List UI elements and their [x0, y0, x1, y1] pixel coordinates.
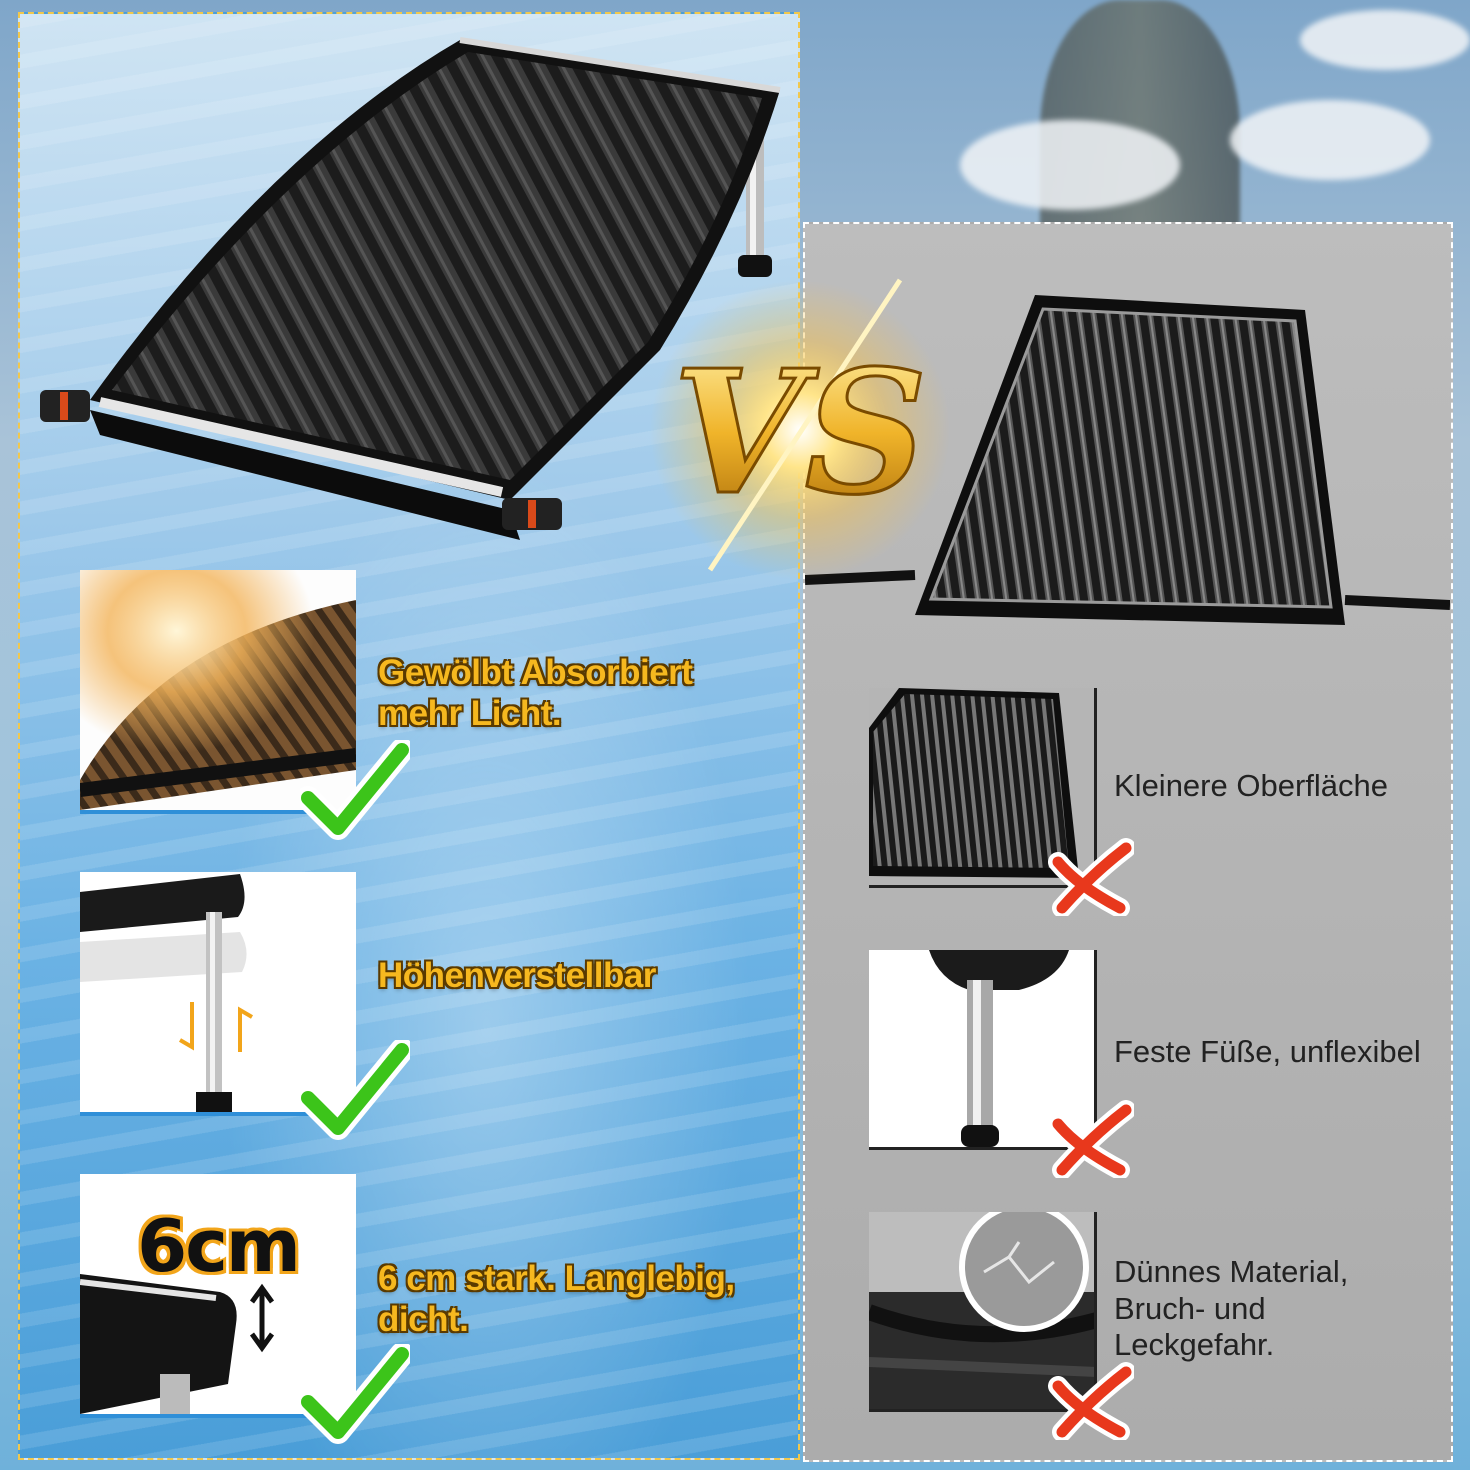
- height-adjustable-thumbnail: [80, 872, 356, 1116]
- check-icon: [300, 740, 410, 840]
- feature-thickness-text: 6 cm stark. Langlebig, dicht.: [378, 1259, 735, 1340]
- feature-curved-text: Gewölbt Absorbiert mehr Licht.: [378, 653, 693, 734]
- cloud: [1300, 10, 1470, 70]
- drawback-surface-text: Kleinere Oberfläche: [1114, 768, 1388, 803]
- vs-badge: VS: [650, 278, 950, 580]
- drawback-material-text: Dünnes Material, Bruch- und Leckgefahr.: [1114, 1254, 1349, 1363]
- check-icon: [300, 1344, 410, 1444]
- cloud: [960, 120, 1180, 210]
- curved-solar-collector-image: [40, 37, 781, 540]
- cloud: [1230, 100, 1430, 180]
- drawback-feet-text: Feste Füße, unflexibel: [1114, 1034, 1421, 1069]
- feature-height-text: Höhenverstellbar: [378, 956, 656, 995]
- small-surface-thumbnail: [869, 688, 1097, 888]
- cross-icon: [1048, 1100, 1134, 1178]
- flat-solar-mat-image: [805, 295, 1450, 625]
- curved-surface-thumbnail: [80, 570, 356, 814]
- check-icon: [300, 1040, 410, 1140]
- cross-icon: [1048, 1362, 1134, 1440]
- thickness-badge: 6cm: [137, 1204, 301, 1288]
- thickness-thumbnail: 6cm: [80, 1174, 356, 1418]
- vs-text: VS: [673, 333, 928, 533]
- cross-icon: [1048, 838, 1134, 916]
